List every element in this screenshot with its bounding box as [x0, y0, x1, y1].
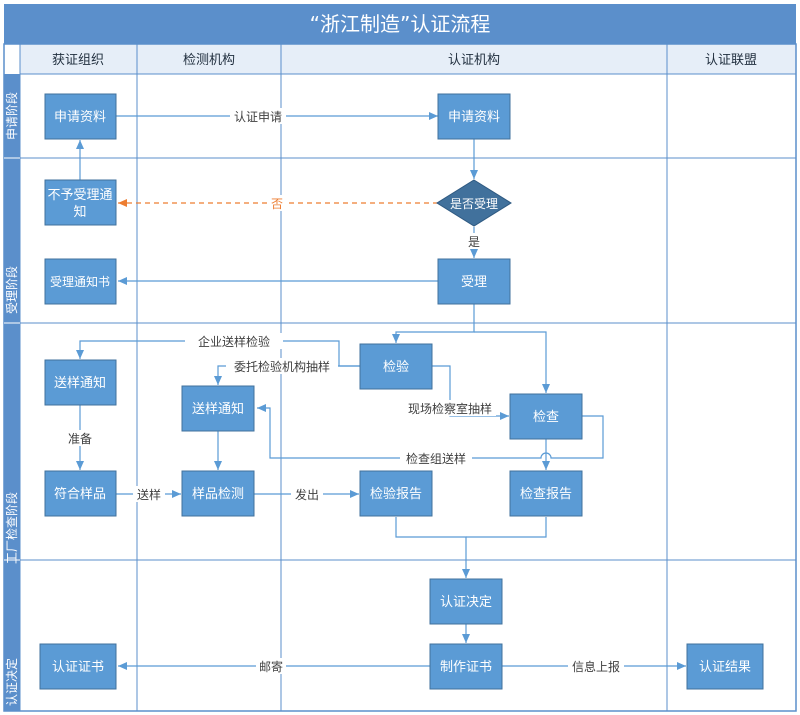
- edge-label-entrust-lab: 委托检验机构抽样: [234, 359, 330, 374]
- node-label: 检验报告: [370, 486, 422, 502]
- process-nodes: 申请资料 申请资料 不予受理通 知 是否受理 受理通知书 受理 送样通知: [39, 93, 764, 690]
- node-label: 认证决定: [440, 595, 492, 610]
- stage-label-factory: 工厂检查阶段: [4, 492, 19, 564]
- node-label: 受理通知书: [50, 275, 110, 289]
- edge-label-yes: 是: [468, 235, 480, 249]
- node-examination-report[interactable]: 检查报告: [509, 470, 583, 517]
- page-title: “浙江制造”认证流程: [310, 12, 491, 36]
- node-sample-testing[interactable]: 样品检测: [181, 470, 255, 517]
- node-apply-material-cert[interactable]: 申请资料: [437, 93, 511, 140]
- node-certificate[interactable]: 认证证书: [39, 643, 117, 690]
- edge-label-info-report: 信息上报: [572, 659, 620, 674]
- node-label: 是否受理: [450, 197, 498, 211]
- col-header-alliance: 认证联盟: [705, 53, 757, 68]
- node-cert-decision[interactable]: 认证决定: [429, 578, 503, 625]
- node-label-line1: 不予受理通: [47, 188, 112, 203]
- node-label: 制作证书: [440, 660, 492, 675]
- node-make-certificate[interactable]: 制作证书: [429, 643, 503, 690]
- node-label: 送样通知: [192, 401, 244, 417]
- stage-label-accept: 受理阶段: [4, 266, 19, 314]
- node-label: 受理: [461, 275, 487, 290]
- edge-label-apply: 认证申请: [234, 110, 282, 124]
- node-accept-notice[interactable]: 受理通知书: [44, 258, 117, 305]
- node-label: 符合样品: [54, 486, 106, 502]
- node-label: 认证证书: [52, 660, 104, 675]
- node-label: 申请资料: [54, 110, 106, 125]
- node-sample-notice-org[interactable]: 送样通知: [44, 359, 117, 406]
- edge-report-merge-right: [466, 517, 547, 538]
- edge-accept-to-exam: [474, 331, 550, 393]
- edge-label-prepare: 准备: [68, 432, 92, 446]
- stage-strip: [4, 74, 20, 711]
- node-sample-notice-lab[interactable]: 送样通知: [181, 385, 255, 432]
- col-header-org: 获证组织: [52, 53, 104, 68]
- node-label: 检验: [383, 359, 409, 375]
- edge-label-no: 否: [271, 197, 283, 211]
- node-qualified-sample[interactable]: 符合样品: [44, 470, 117, 517]
- edge-label-send-sample: 送样: [137, 487, 161, 502]
- node-inspection[interactable]: 检验: [359, 343, 433, 390]
- node-accept[interactable]: 受理: [437, 258, 511, 305]
- col-header-lab: 检测机构: [183, 53, 235, 68]
- node-label: 样品检测: [192, 487, 244, 502]
- node-label: 检查报告: [520, 487, 572, 502]
- edge-label-check-group: 检查组送样: [406, 451, 466, 466]
- node-label: 认证结果: [699, 660, 751, 675]
- edge-accept-down: [392, 304, 475, 343]
- node-label-line2: 知: [73, 204, 86, 220]
- stage-label-decision: 认证决定: [4, 658, 19, 706]
- edge-report-merge-left: [395, 517, 470, 578]
- edge-label-onsite: 现场检察室抽样: [408, 401, 492, 416]
- col-header-certbody: 认证机构: [448, 53, 500, 68]
- node-inspection-report[interactable]: 检验报告: [359, 470, 433, 517]
- node-label: 送样通知: [54, 375, 106, 391]
- node-examination[interactable]: 检查: [509, 393, 583, 440]
- edge-labels: 认证申请 否 是 企业送样检验 委托检验机构抽样 现场检察室抽样 准备 检查组送…: [60, 108, 624, 674]
- stage-label-apply: 申请阶段: [4, 92, 19, 140]
- node-label: 检查: [533, 410, 559, 425]
- node-accept-decision[interactable]: 是否受理: [436, 179, 512, 227]
- title-bar: [4, 4, 796, 44]
- header-row: [19, 43, 797, 75]
- node-cert-result[interactable]: 认证结果: [686, 643, 764, 690]
- edge-label-enterprise-sample: 企业送样检验: [198, 334, 270, 349]
- edge-label-issue: 发出: [295, 487, 319, 502]
- node-label: 申请资料: [448, 110, 500, 125]
- node-not-accept-notice[interactable]: 不予受理通 知: [44, 179, 117, 226]
- edge-label-mail: 邮寄: [259, 659, 283, 674]
- node-apply-material-org[interactable]: 申请资料: [44, 93, 117, 140]
